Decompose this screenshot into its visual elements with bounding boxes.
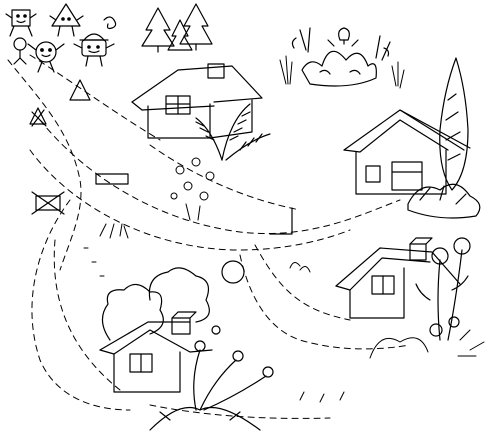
flower-bush-top: [292, 28, 390, 86]
swirl-decoration: [104, 17, 116, 29]
house-mid-right: [336, 238, 460, 318]
path-main-upper: [40, 120, 400, 234]
path-top-mid: [150, 145, 300, 210]
grass-groups: [84, 224, 344, 402]
grass-tufts-top: [280, 56, 404, 88]
triangle-character: [50, 4, 83, 36]
house-right-door: [392, 162, 422, 190]
shape-characters: [6, 4, 116, 72]
path-center-1: [240, 255, 410, 349]
dashed-paths: [8, 55, 410, 418]
flower-cluster-center: [171, 158, 214, 220]
triangle-shape: [70, 80, 90, 100]
plant-bottom-left: [150, 326, 273, 430]
trees-bottom-left: [102, 268, 209, 340]
fern-plant-top: [196, 104, 270, 160]
path-top-left-1: [8, 60, 81, 270]
house-right-window: [366, 166, 380, 182]
path-bottom: [150, 405, 330, 418]
house-right: [344, 110, 470, 194]
path-main-lower: [30, 150, 350, 250]
flower-stalks-right: [416, 238, 470, 340]
square-character: [6, 10, 36, 36]
house-bottom-left: [100, 312, 212, 392]
small-figure: [14, 38, 26, 64]
rectangle-shape: [96, 174, 128, 184]
house-top-center: [132, 64, 262, 138]
corner-shape: [270, 208, 292, 234]
path-center-2: [255, 245, 350, 320]
path-left-1: [32, 200, 130, 410]
circle-character: [28, 42, 64, 72]
cypress-tree: [440, 58, 468, 190]
path-top-left-2: [30, 55, 160, 140]
bush-right: [408, 184, 480, 218]
pine-trees: [142, 4, 212, 52]
rectangle-character: [74, 34, 114, 66]
circle-shape: [222, 261, 244, 283]
path-shapes: [30, 80, 292, 283]
bush-bottom-right: [370, 330, 484, 358]
path-left-2: [54, 240, 120, 390]
crossed-triangle-shape: [30, 108, 46, 126]
crossed-rectangle-shape: [32, 192, 64, 214]
